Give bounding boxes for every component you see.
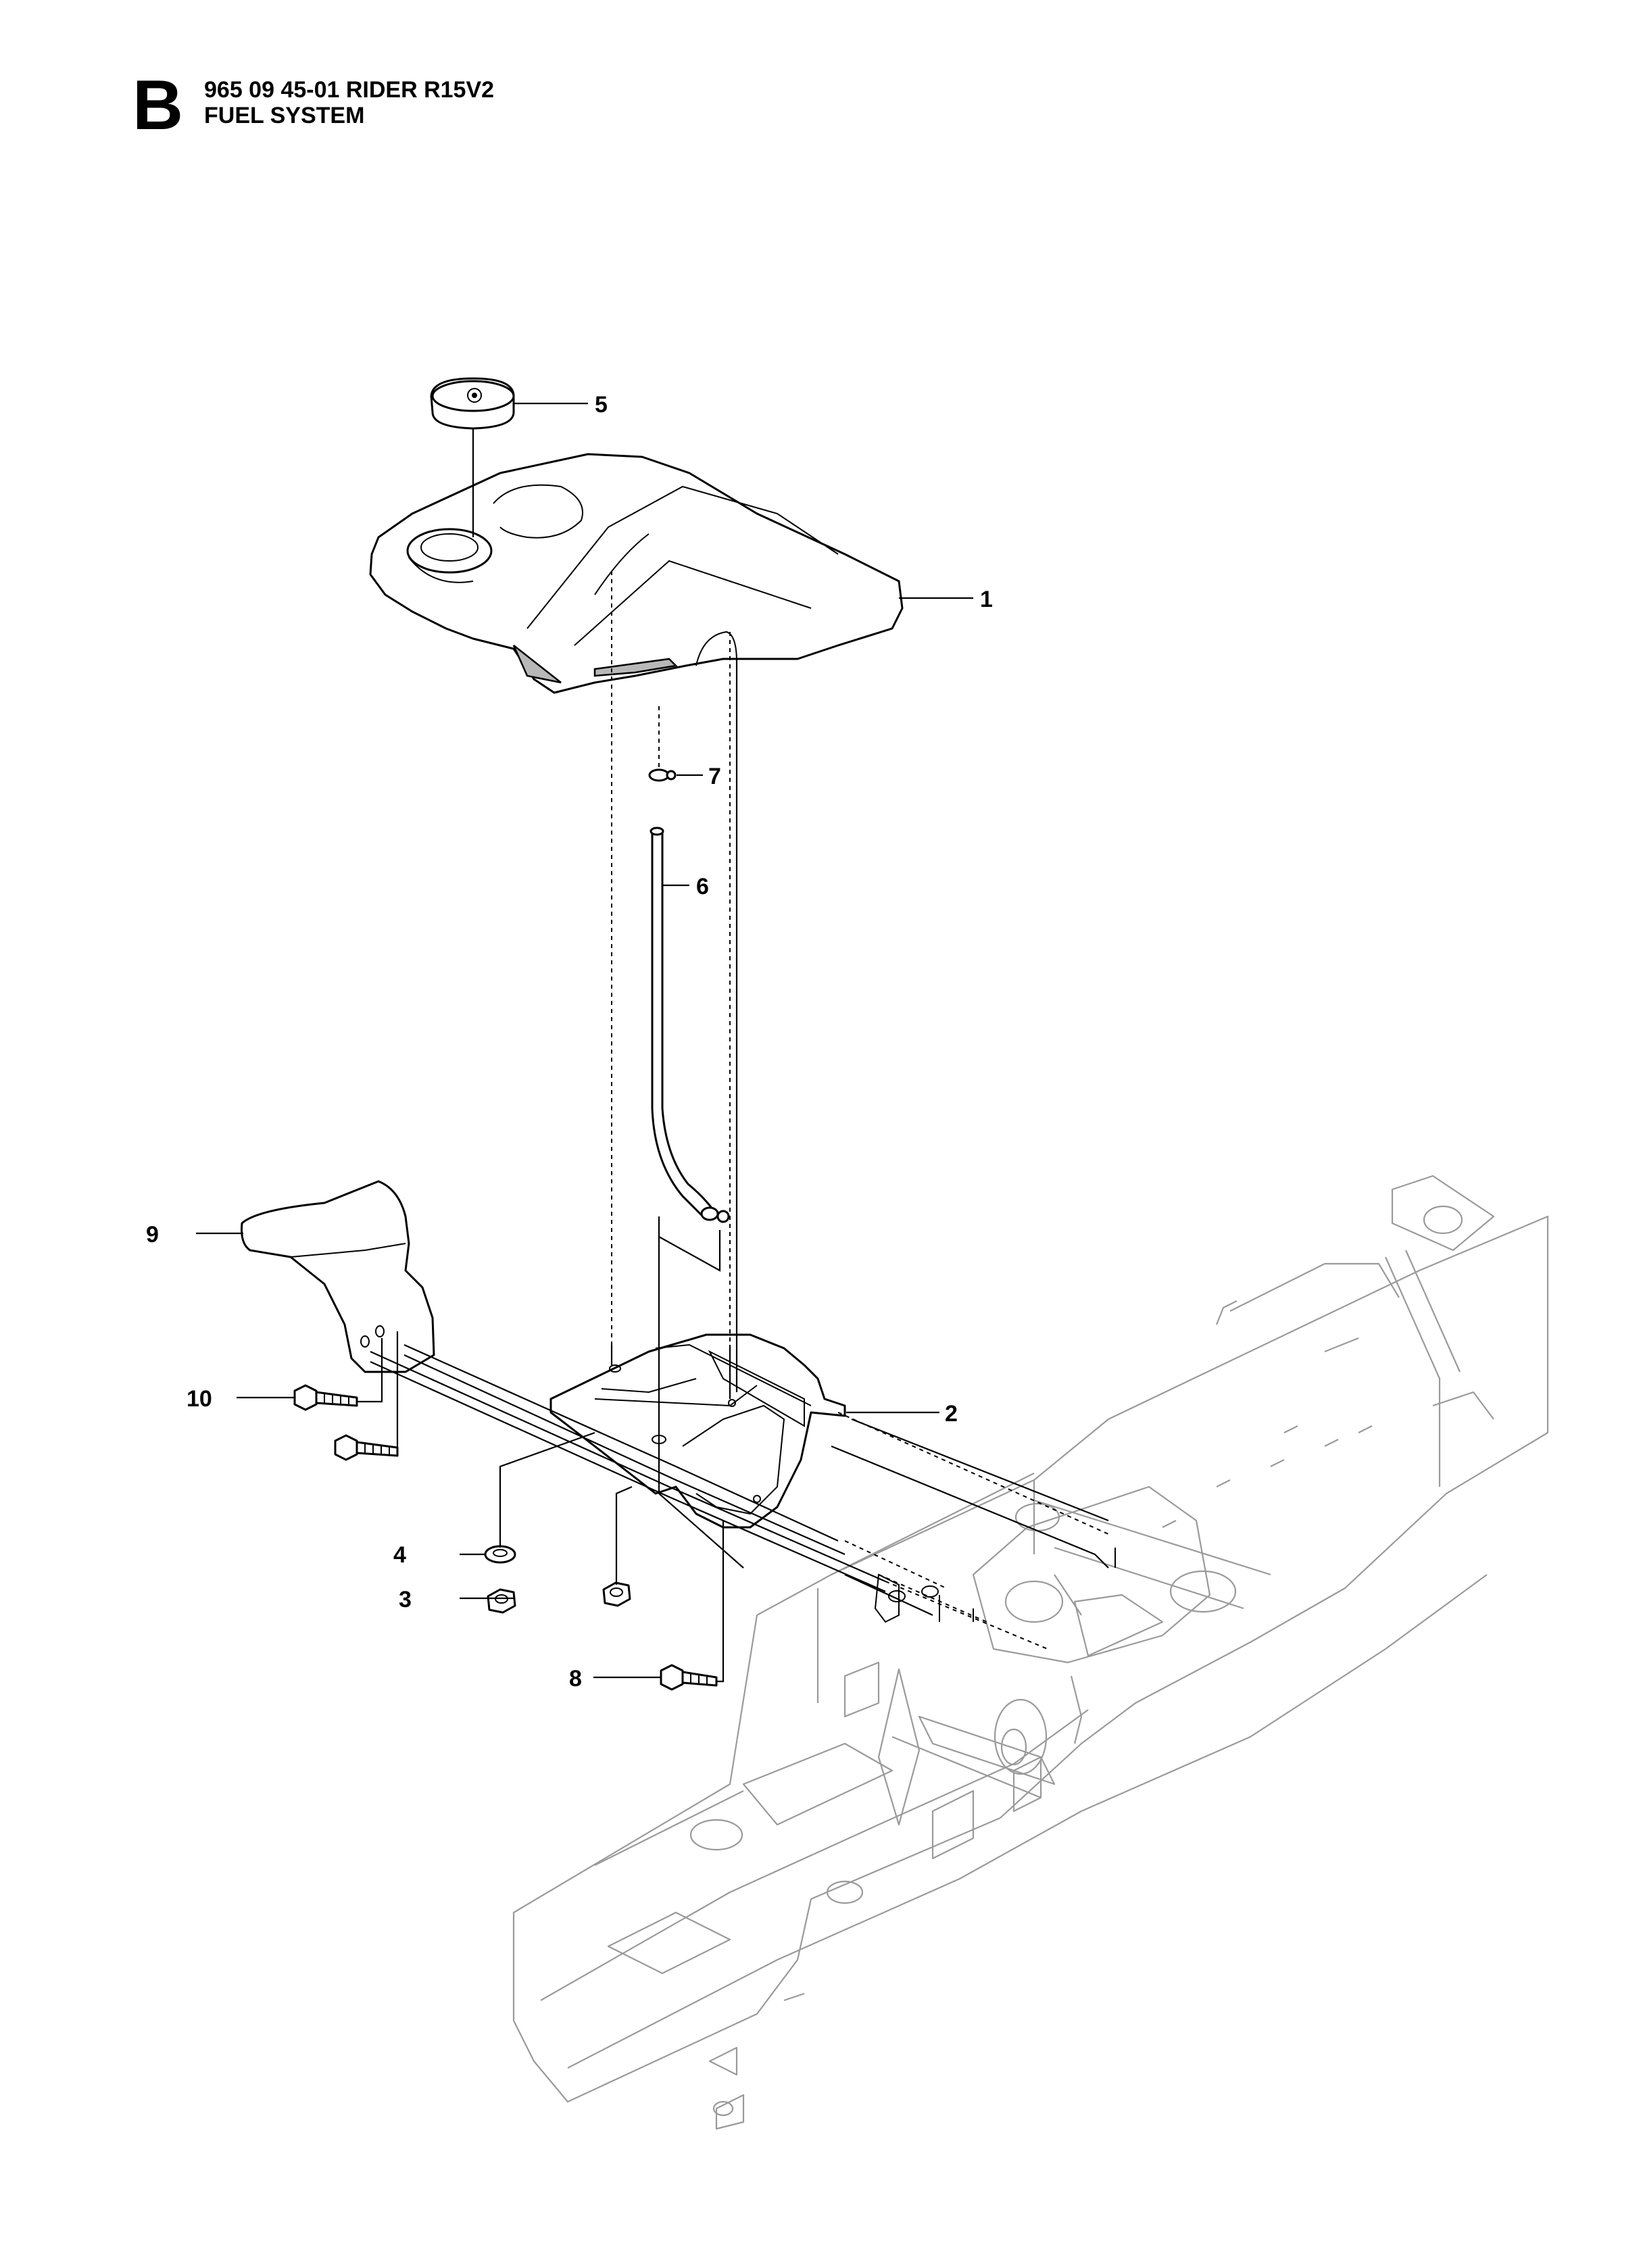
fuel-hose (650, 827, 730, 1223)
callout-7: 7 (708, 764, 721, 789)
lock-nut (487, 1588, 516, 1614)
callout-10: 10 (187, 1386, 212, 1412)
page-title: FUEL SYSTEM (204, 103, 365, 128)
fuel-tank (369, 453, 904, 694)
lock-nut-2 (602, 1581, 631, 1607)
section-letter: B (132, 66, 184, 145)
assembly-lines (196, 402, 1116, 1683)
heat-shield (241, 1180, 435, 1373)
callout-2: 2 (945, 1401, 958, 1427)
callout-1: 1 (980, 587, 993, 612)
fuel-cap (430, 377, 515, 430)
tank-bracket (549, 1333, 846, 1529)
bolt-3 (660, 1664, 718, 1691)
callout-5: 5 (595, 392, 608, 418)
callout-9: 9 (146, 1222, 159, 1248)
callout-3: 3 (399, 1587, 412, 1612)
bolt (293, 1384, 358, 1411)
hose-clamp (648, 768, 677, 782)
model-number: 965 09 45-01 RIDER R15V2 (204, 77, 495, 103)
callout-6: 6 (696, 874, 709, 899)
callout-4: 4 (393, 1542, 406, 1568)
bolt-2 (334, 1434, 399, 1461)
washer (484, 1545, 516, 1564)
chassis-frame (512, 1175, 1549, 2130)
callout-8: 8 (569, 1666, 582, 1692)
callout-labels: 1 2 3 4 5 6 7 8 9 10 (146, 392, 993, 1692)
